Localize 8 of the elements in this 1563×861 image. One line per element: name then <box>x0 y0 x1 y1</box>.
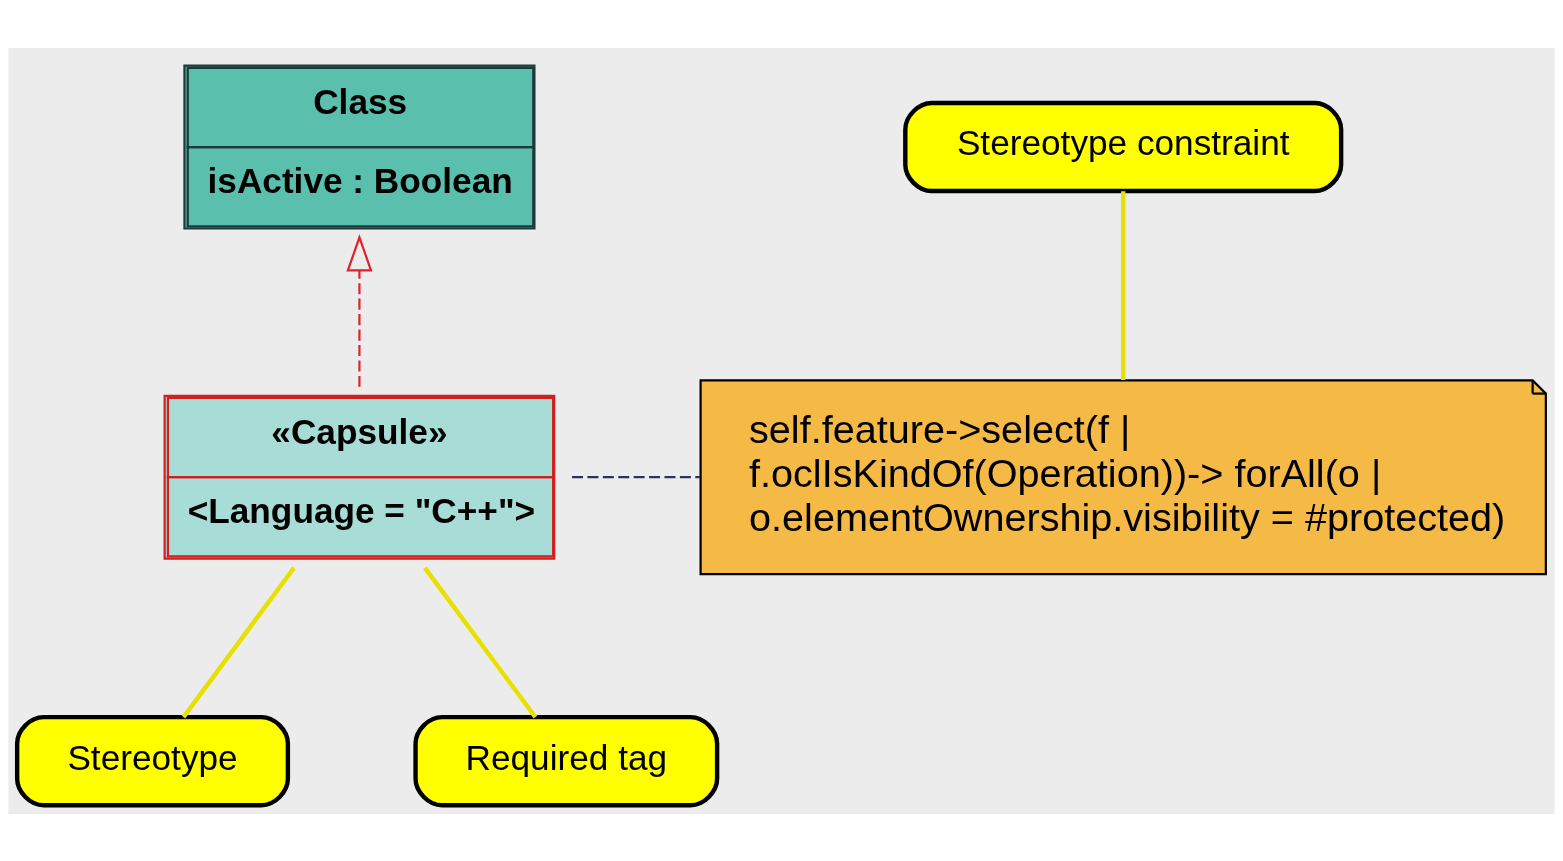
connector <box>1121 190 1126 380</box>
node-box: Stereotype constraint <box>903 100 1344 193</box>
node-box: Stereotype <box>14 714 291 807</box>
connector <box>181 566 296 718</box>
connector <box>423 566 538 718</box>
node-box: Required tag <box>413 714 720 807</box>
connector <box>572 475 701 478</box>
arrow <box>346 233 373 387</box>
